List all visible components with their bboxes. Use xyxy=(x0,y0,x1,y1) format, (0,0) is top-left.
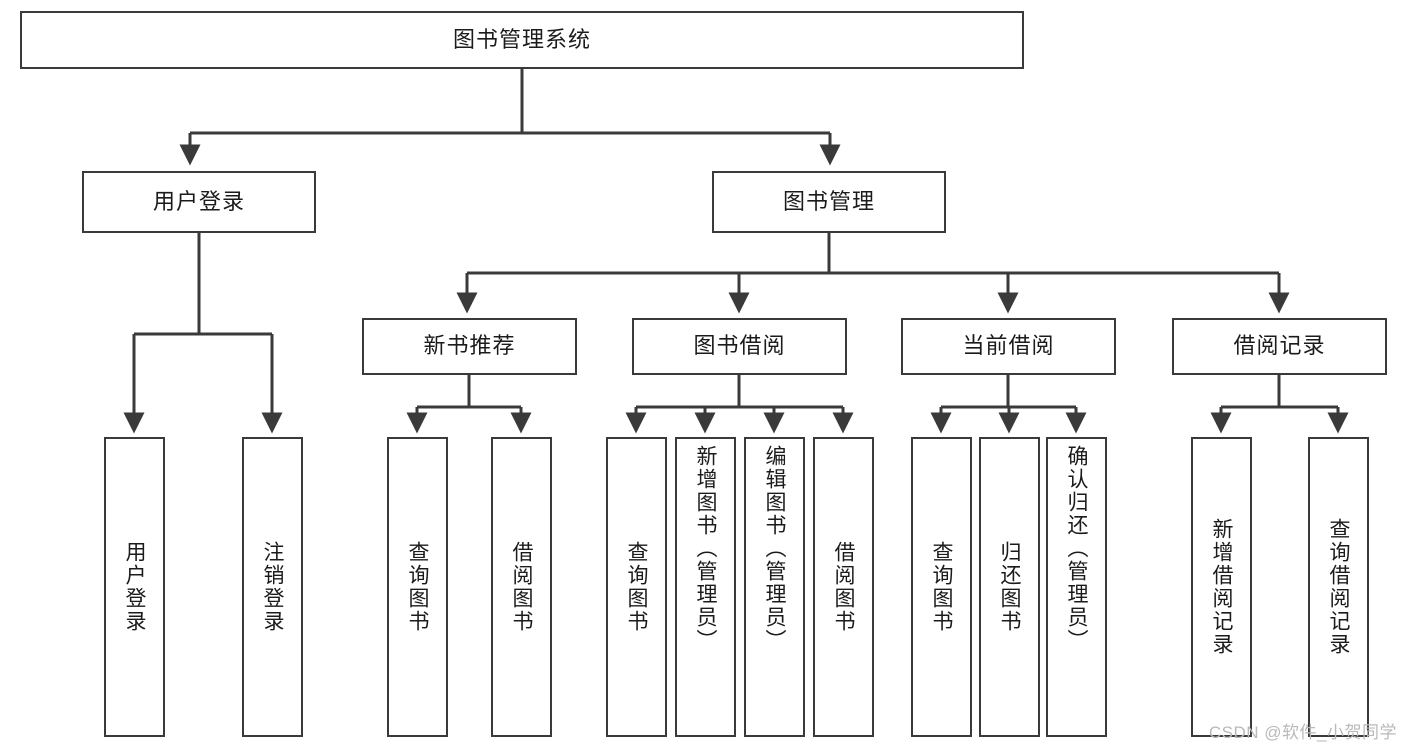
leaf-record-add-record[interactable]: 新增借阅记录 xyxy=(1191,437,1252,737)
node-root-system[interactable]: 图书管理系统 xyxy=(20,11,1024,69)
leaf-newbook-borrow-book[interactable]: 借阅图书 xyxy=(491,437,552,737)
leaf-current-return-book[interactable]: 归还图书 xyxy=(979,437,1040,737)
node-label: 借阅记录 xyxy=(1233,333,1326,359)
leaf-current-confirm-return-admin[interactable]: 确认归还（管理员） xyxy=(1046,437,1107,737)
leaf-label: 借阅图书 xyxy=(510,541,533,633)
node-book-borrow[interactable]: 图书借阅 xyxy=(632,318,847,375)
node-new-book-recommend[interactable]: 新书推荐 xyxy=(362,318,577,375)
leaf-label: 用户登录 xyxy=(123,541,146,633)
leaf-label: 查询图书 xyxy=(406,541,429,633)
leaf-borrow-edit-book-admin[interactable]: 编辑图书（管理员） xyxy=(744,437,805,737)
leaf-borrow-query-book[interactable]: 查询图书 xyxy=(606,437,667,737)
leaf-newbook-query-book[interactable]: 查询图书 xyxy=(387,437,448,737)
leaf-label: 新增图书（管理员） xyxy=(694,445,717,652)
leaf-label: 借阅图书 xyxy=(832,541,855,633)
leaf-borrow-add-book-admin[interactable]: 新增图书（管理员） xyxy=(675,437,736,737)
leaf-borrow-borrow-book[interactable]: 借阅图书 xyxy=(813,437,874,737)
leaf-user-login-signin[interactable]: 用户登录 xyxy=(104,437,165,737)
node-label: 新书推荐 xyxy=(423,333,516,359)
node-label: 图书管理系统 xyxy=(452,26,591,52)
leaf-label: 新增借阅记录 xyxy=(1210,518,1233,656)
leaf-label: 注销登录 xyxy=(261,541,284,633)
node-current-borrow[interactable]: 当前借阅 xyxy=(901,318,1116,375)
leaf-user-login-signout[interactable]: 注销登录 xyxy=(242,437,303,737)
leaf-label: 确认归还（管理员） xyxy=(1065,445,1088,652)
node-label: 用户登录 xyxy=(152,188,245,214)
node-book-management[interactable]: 图书管理 xyxy=(712,171,946,233)
leaf-label: 查询借阅记录 xyxy=(1327,518,1350,656)
node-label: 图书借阅 xyxy=(693,333,786,359)
node-label: 当前借阅 xyxy=(962,333,1055,359)
leaf-current-query-book[interactable]: 查询图书 xyxy=(911,437,972,737)
leaf-record-query-record[interactable]: 查询借阅记录 xyxy=(1308,437,1369,737)
node-user-login[interactable]: 用户登录 xyxy=(82,171,316,233)
leaf-label: 查询图书 xyxy=(625,541,648,633)
leaf-label: 查询图书 xyxy=(930,541,953,633)
node-label: 图书管理 xyxy=(782,188,875,214)
leaf-label: 编辑图书（管理员） xyxy=(763,445,786,652)
node-borrow-record[interactable]: 借阅记录 xyxy=(1172,318,1387,375)
leaf-label: 归还图书 xyxy=(998,541,1021,633)
